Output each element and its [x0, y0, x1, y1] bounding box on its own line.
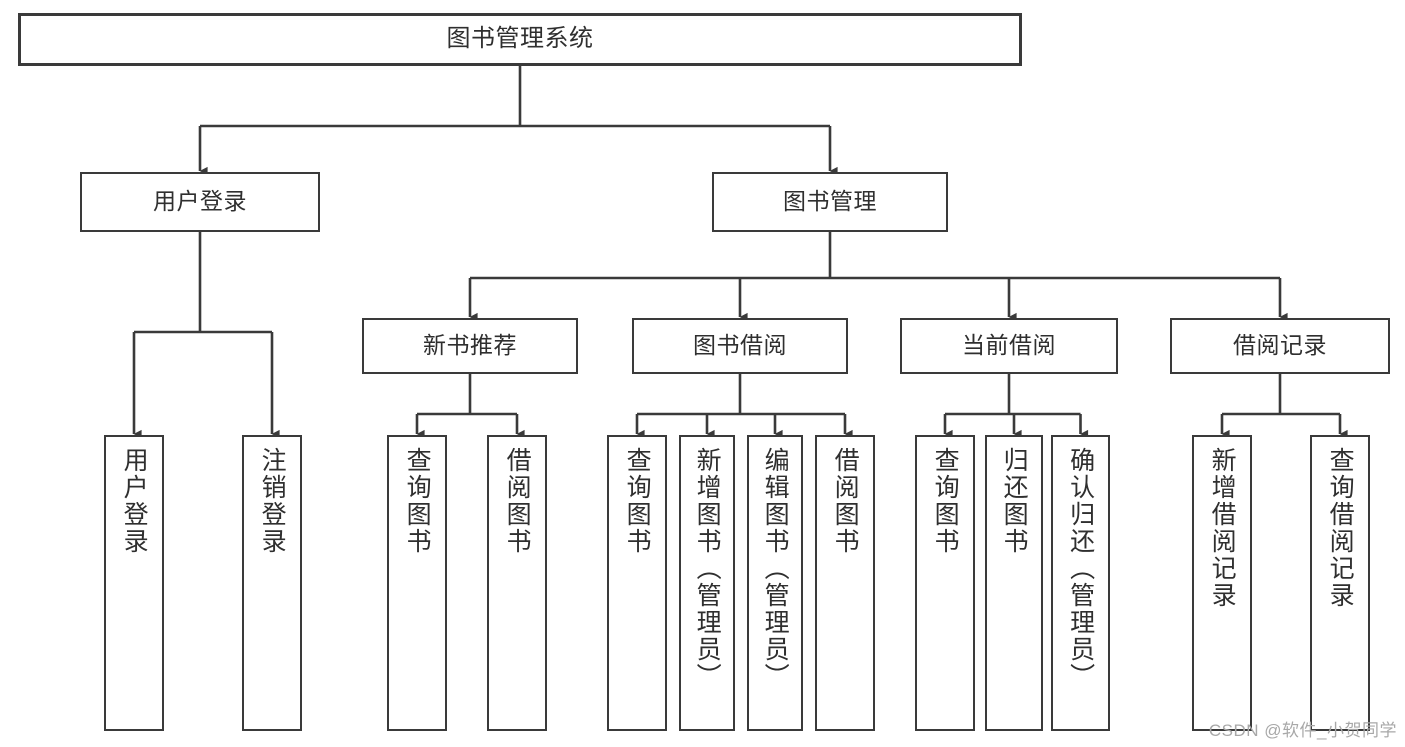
- node-leaf-user-login[interactable]: 用户登录: [104, 435, 164, 731]
- node-leaf-query-book-current[interactable]: 查询图书: [915, 435, 975, 731]
- node-user-login[interactable]: 用户登录: [80, 172, 320, 232]
- node-label: 查询借阅记录: [1326, 447, 1355, 609]
- node-current-borrow[interactable]: 当前借阅: [900, 318, 1118, 374]
- node-borrow-record[interactable]: 借阅记录: [1170, 318, 1390, 374]
- node-leaf-add-book-admin[interactable]: 新增图书（管理员）: [679, 435, 735, 731]
- node-label: 借阅图书: [503, 447, 532, 555]
- watermark-text: CSDN @软件_小贺同学: [1208, 721, 1397, 740]
- node-label: 编辑图书（管理员）: [761, 447, 790, 690]
- node-label: 新增图书（管理员）: [693, 447, 722, 690]
- node-new-book-recommend[interactable]: 新书推荐: [362, 318, 578, 374]
- node-label: 新书推荐: [423, 332, 517, 359]
- node-label: 当前借阅: [962, 332, 1056, 359]
- node-leaf-logout[interactable]: 注销登录: [242, 435, 302, 731]
- node-label: 归还图书: [1000, 447, 1029, 555]
- connector-edges: [132, 66, 1348, 439]
- node-label: 借阅图书: [831, 447, 860, 555]
- node-root[interactable]: 图书管理系统: [18, 13, 1022, 66]
- node-label: 图书管理系统: [446, 25, 594, 53]
- node-label: 图书借阅: [693, 332, 787, 359]
- node-label: 查询图书: [623, 447, 652, 555]
- node-label: 用户登录: [120, 447, 149, 555]
- node-label: 用户登录: [153, 188, 247, 215]
- node-leaf-add-borrow-record[interactable]: 新增借阅记录: [1192, 435, 1252, 731]
- node-leaf-confirm-return-admin[interactable]: 确认归还（管理员）: [1051, 435, 1110, 731]
- node-leaf-query-book-rec[interactable]: 查询图书: [387, 435, 447, 731]
- node-label: 查询图书: [403, 447, 432, 555]
- node-label: 新增借阅记录: [1208, 447, 1237, 609]
- node-book-borrow[interactable]: 图书借阅: [632, 318, 848, 374]
- node-leaf-query-book-borrow[interactable]: 查询图书: [607, 435, 667, 731]
- node-label: 借阅记录: [1233, 332, 1327, 359]
- node-label: 注销登录: [258, 447, 287, 555]
- node-leaf-query-borrow-record[interactable]: 查询借阅记录: [1310, 435, 1370, 731]
- node-label: 确认归还（管理员）: [1066, 447, 1095, 690]
- node-label: 查询图书: [931, 447, 960, 555]
- node-label: 图书管理: [783, 188, 877, 215]
- node-leaf-edit-book-admin[interactable]: 编辑图书（管理员）: [747, 435, 803, 731]
- node-book-manage[interactable]: 图书管理: [712, 172, 948, 232]
- node-leaf-return-book[interactable]: 归还图书: [985, 435, 1043, 731]
- node-leaf-borrow-book[interactable]: 借阅图书: [815, 435, 875, 731]
- node-leaf-borrow-book-rec[interactable]: 借阅图书: [487, 435, 547, 731]
